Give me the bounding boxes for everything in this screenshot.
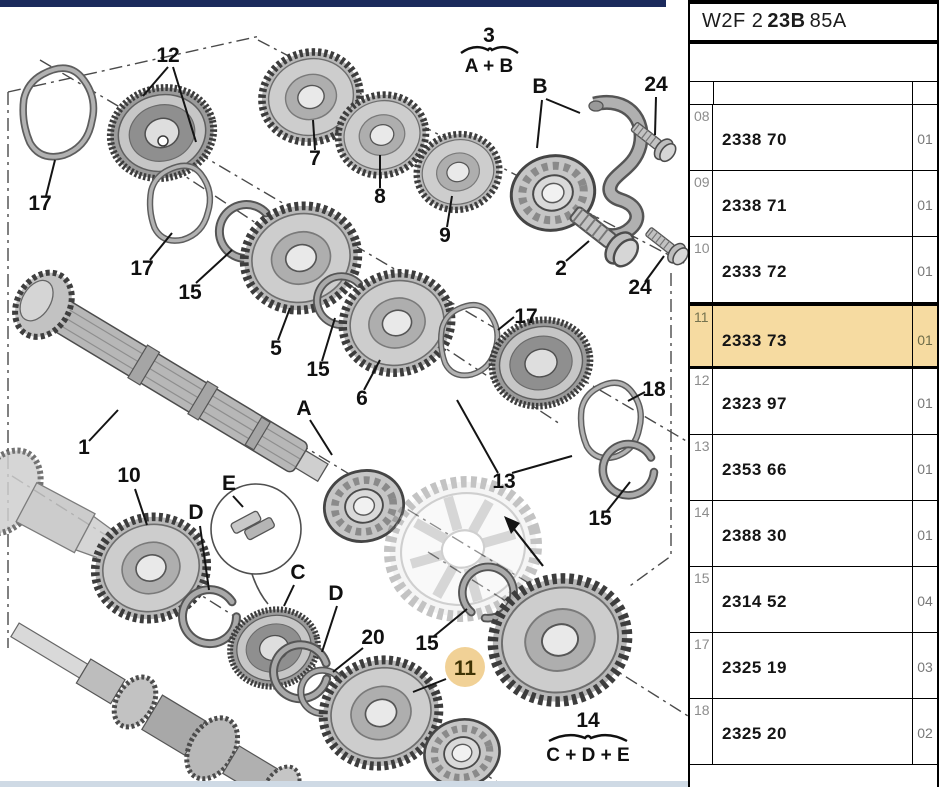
table-row[interactable]: 09 2338 71 01 [690, 171, 937, 237]
callout-a[interactable]: A [296, 397, 311, 420]
part-number: 2333 73 [713, 306, 913, 366]
snap-ring-15-right[interactable] [597, 438, 660, 501]
callout-18[interactable]: 18 [642, 378, 666, 401]
table-row[interactable]: 17 2325 19 03 [690, 633, 937, 699]
callout-c[interactable]: C [290, 561, 305, 584]
callout-12[interactable]: 12 [156, 44, 179, 67]
group-3-number: 3 [483, 24, 495, 47]
callout-20[interactable]: 20 [361, 626, 384, 649]
row-index: 10 [690, 237, 713, 302]
top-window-bar [0, 0, 666, 7]
exploded-diagram: 12 17 17 15 7 8 9 B 24 2 24 5 15 6 17 13… [0, 0, 688, 787]
quantity: 01 [913, 237, 937, 302]
callout-e[interactable]: E [222, 472, 236, 495]
row-index: 13 [690, 435, 713, 500]
table-row[interactable]: 08 2338 70 01 [690, 105, 937, 171]
gasket-17-top-left[interactable] [17, 64, 100, 160]
part-number: 2325 19 [713, 633, 913, 698]
key-detail-e[interactable] [211, 484, 301, 604]
callout-5[interactable]: 5 [270, 337, 282, 360]
callout-d2[interactable]: D [328, 582, 343, 605]
group-14-number: 14 [576, 709, 600, 732]
group-3-brace [461, 47, 518, 53]
callout-b[interactable]: B [532, 75, 547, 98]
group-label-3-ab: 3 A + B [461, 24, 518, 77]
part-number: 2338 70 [713, 105, 913, 170]
row-index: 17 [690, 633, 713, 698]
detent-ball [158, 136, 168, 146]
quantity: 01 [913, 105, 937, 170]
row-index: 11 [690, 306, 713, 366]
qty-column-header [913, 82, 937, 104]
callout-15b[interactable]: 15 [306, 358, 330, 381]
callout-24a[interactable]: 24 [644, 73, 668, 96]
table-gap-band [690, 44, 937, 82]
group-3-formula: A + B [465, 56, 513, 77]
callout-7[interactable]: 7 [309, 147, 321, 170]
callout-15c[interactable]: 15 [588, 507, 612, 530]
bottom-window-edge [0, 781, 688, 787]
callout-8[interactable]: 8 [374, 185, 386, 208]
callout-13[interactable]: 13 [492, 470, 515, 493]
exploded-diagram-area: 12 17 17 15 7 8 9 B 24 2 24 5 15 6 17 13… [0, 0, 688, 787]
part-number: 2325 20 [713, 699, 913, 764]
row-index: 15 [690, 567, 713, 632]
group-14-brace [549, 735, 627, 741]
part-number: 2338 71 [713, 171, 913, 236]
table-row[interactable]: 11 2333 73 01 [690, 303, 937, 369]
index-column-header [690, 82, 714, 104]
callout-15a[interactable]: 15 [178, 281, 202, 304]
part-number: 2314 52 [713, 567, 913, 632]
callout-6[interactable]: 6 [356, 387, 368, 410]
table-row[interactable]: 15 2314 52 04 [690, 567, 937, 633]
group-14-formula: C + D + E [546, 745, 629, 766]
callout-1[interactable]: 1 [78, 436, 90, 459]
code-suffix: 85A [810, 10, 847, 32]
table-column-header-row [690, 82, 937, 105]
row-index: 18 [690, 699, 713, 764]
table-row[interactable]: 18 2325 20 02 [690, 699, 937, 765]
code-section: 23B [767, 10, 805, 32]
table-row[interactable]: 10 2333 72 01 [690, 237, 937, 303]
callout-2[interactable]: 2 [555, 257, 567, 280]
callout-17b[interactable]: 17 [130, 257, 153, 280]
parts-table-body: 08 2338 70 01 09 2338 71 01 10 2333 72 0… [690, 105, 937, 765]
part-number: 2333 72 [713, 237, 913, 302]
quantity: 02 [913, 699, 937, 764]
group-label-14-cde: 14 C + D + E [546, 709, 629, 766]
callout-11-selected[interactable]: 11 [454, 657, 477, 680]
part-number: 2353 66 [713, 435, 913, 500]
quantity: 01 [913, 171, 937, 236]
quantity: 01 [913, 435, 937, 500]
quantity: 01 [913, 501, 937, 566]
row-index: 14 [690, 501, 713, 566]
row-index: 08 [690, 105, 713, 170]
gasket-17-third[interactable] [438, 303, 501, 377]
callout-17a[interactable]: 17 [28, 192, 51, 215]
callout-17c[interactable]: 17 [514, 305, 537, 328]
row-index: 12 [690, 369, 713, 434]
table-row[interactable]: 12 2323 97 01 [690, 369, 937, 435]
callout-9[interactable]: 9 [439, 224, 451, 247]
part-column-header [714, 82, 913, 104]
part-number: 2388 30 [713, 501, 913, 566]
quantity: 04 [913, 567, 937, 632]
table-row[interactable]: 13 2353 66 01 [690, 435, 937, 501]
screw-24-bottom[interactable] [641, 222, 688, 268]
callout-24b[interactable]: 24 [628, 276, 652, 299]
part-number: 2323 97 [713, 369, 913, 434]
callout-15d[interactable]: 15 [415, 632, 439, 655]
callout-d1[interactable]: D [188, 501, 203, 524]
code-prefix: W2F 2 [702, 10, 763, 32]
quantity: 01 [913, 306, 937, 366]
row-index: 09 [690, 171, 713, 236]
table-row[interactable]: 14 2388 30 01 [690, 501, 937, 567]
callout-10[interactable]: 10 [117, 464, 140, 487]
quantity: 01 [913, 369, 937, 434]
quantity: 03 [913, 633, 937, 698]
